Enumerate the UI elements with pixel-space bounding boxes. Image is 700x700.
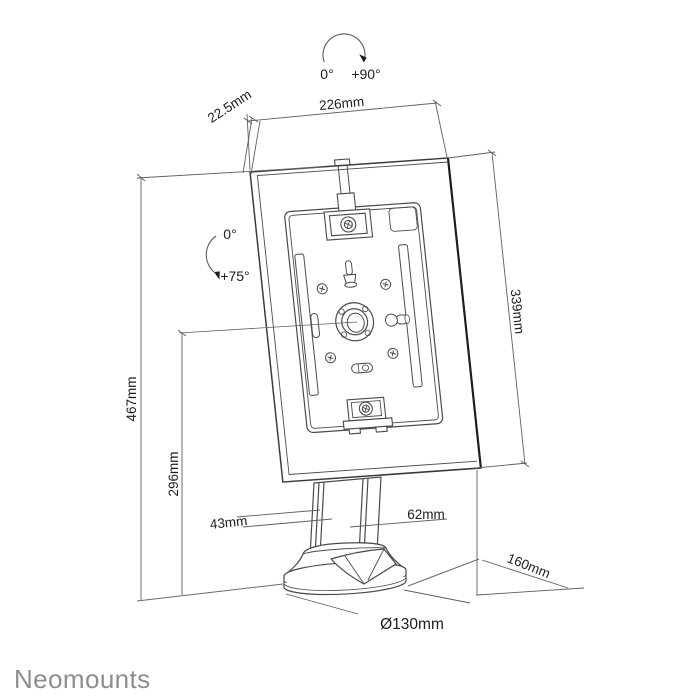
- tilt-end-label: +75°: [220, 268, 249, 284]
- dim-total-height-label: 467mm: [124, 376, 139, 421]
- lock-bracket-bottom: [342, 396, 394, 435]
- frame-bevel: [256, 161, 478, 475]
- rotation-indicator: 0° +90°: [320, 33, 381, 82]
- keyhole-slot: [310, 313, 321, 339]
- pill-slot: [351, 362, 373, 374]
- dimension-lines: [136, 99, 585, 615]
- lock-bracket-top: [323, 192, 374, 241]
- dim-467-lines: [136, 166, 324, 600]
- floor-line: [136, 558, 480, 602]
- side-knob: [384, 313, 410, 327]
- rotation-end-label: +90°: [351, 66, 380, 82]
- dim-panel-height-label: 339mm: [508, 288, 528, 334]
- dim-center-height-label: 296mm: [166, 451, 181, 496]
- dim-130-lines: [285, 589, 471, 615]
- dim-226-lines: [243, 99, 448, 171]
- brand-logo: Neomounts: [14, 664, 151, 694]
- cable-wedge: [330, 548, 397, 585]
- dim-296-lines: [177, 321, 358, 595]
- rotation-start-label: 0°: [320, 66, 333, 82]
- enclosure: [249, 157, 482, 483]
- camera-notch: [388, 206, 418, 232]
- dim-column-width-label: 43mm: [209, 513, 248, 532]
- left-slot-rail: [294, 253, 319, 396]
- tilt-arrowhead-icon: [214, 271, 220, 280]
- dim-62-lines: [349, 518, 448, 528]
- pivot-pin: [343, 260, 358, 288]
- tilt-start-label: 0°: [223, 226, 236, 242]
- enclosure-right-edge: [446, 157, 482, 469]
- dim-base-diameter-label: Ø130mm: [380, 616, 444, 633]
- dim-22-5-lines: [242, 115, 261, 175]
- dim-width-label: 226mm: [318, 94, 364, 113]
- rotation-arrowhead-icon: [359, 54, 367, 63]
- dim-160-lines: [476, 470, 585, 596]
- dim-column-depth-label: 62mm: [407, 507, 445, 522]
- dim-339-lines: [447, 149, 530, 469]
- tilt-indicator: 0° +75°: [205, 226, 250, 284]
- dim-43-lines: [236, 509, 333, 528]
- dim-base-depth-label: 160mm: [505, 550, 552, 581]
- plate-screws: [316, 278, 399, 364]
